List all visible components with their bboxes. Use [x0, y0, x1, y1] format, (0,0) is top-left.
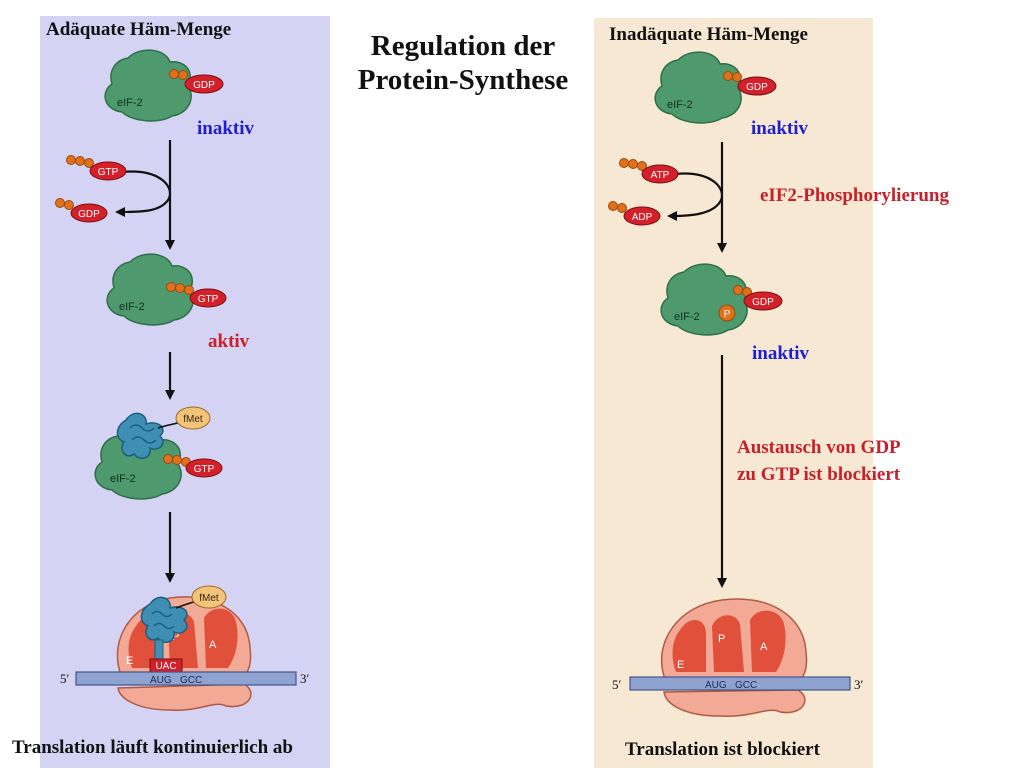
incoming-atp: ATP: [619, 158, 679, 184]
gtp-label: GTP: [198, 294, 219, 305]
incoming-gtp: GTP: [66, 155, 127, 181]
right-state-inactive-2: inaktiv: [752, 343, 810, 364]
eif2-protein-icon: [654, 51, 742, 124]
right-phosphorylation-label: eIF2-Phosphorylierung: [760, 185, 949, 206]
five-prime-label: 5′: [60, 671, 70, 686]
phosphate-icon: [718, 304, 736, 322]
right-ribosome-blocked: E P A AUG GCC 5′ 3′: [612, 598, 864, 717]
five-prime-label: 5′: [612, 677, 622, 692]
eif2-protein-icon: [106, 253, 194, 326]
site-e-label: E: [126, 655, 133, 667]
gtp-gdp-exchange-arrow: [115, 170, 171, 217]
eif2-protein-icon: [660, 263, 748, 336]
gtp-label: GTP: [98, 167, 119, 178]
blocked-exchange-line-2: zu GTP ist blockiert: [737, 464, 901, 485]
site-a-label: A: [760, 641, 768, 653]
three-prime-label: 3′: [854, 677, 864, 692]
right-eif2-gdp-complex: eIF-2 GDP: [654, 51, 777, 124]
left-caption: Translation läuft kontinuierlich ab: [12, 737, 294, 758]
codons-label: AUG GCC: [150, 675, 202, 686]
title-line-2: Protein-Synthese: [357, 63, 569, 96]
left-state-active: aktiv: [208, 331, 250, 352]
left-heading: Adäquate Häm-Menge: [46, 19, 232, 40]
eif2-protein-icon: [104, 49, 192, 122]
atp-adp-arrow: [667, 172, 723, 221]
site-e-label: E: [677, 659, 684, 671]
mrna-strand: [629, 676, 851, 691]
outgoing-gdp: GDP: [55, 198, 108, 223]
right-state-inactive-1: inaktiv: [751, 118, 809, 139]
left-ternary-complex: eIF-2 fMet GTP: [94, 406, 223, 500]
left-eif2-gtp-complex: eIF-2 GTP: [106, 253, 227, 326]
fmet-label: fMet: [199, 593, 219, 604]
left-ribosome-active: E P A fMet UAC AUG GCC 5′ 3′: [60, 585, 310, 711]
blocked-exchange-line-1: Austausch von GDP: [737, 437, 901, 458]
site-p-label: P: [718, 633, 725, 645]
site-a-label: A: [209, 639, 217, 651]
gdp-label: GDP: [78, 209, 100, 220]
trna-icon: [116, 412, 164, 459]
title-line-1: Regulation der: [370, 30, 556, 62]
ribosome-small-subunit-icon: [117, 683, 252, 711]
site-p-label: P: [172, 631, 179, 643]
gdp-label: GDP: [193, 80, 215, 91]
fmet-label: fMet: [183, 414, 203, 425]
eif2-label: eIF-2: [119, 301, 145, 313]
phosphate-label: P: [724, 309, 731, 320]
right-caption: Translation ist blockiert: [625, 739, 820, 760]
three-prime-label: 3′: [300, 671, 310, 686]
right-heading: Inadäquate Häm-Menge: [609, 24, 808, 45]
left-eif2-gdp-complex: eIF-2 GDP: [104, 49, 224, 122]
page-title: Regulation der Protein-Synthese: [338, 30, 588, 97]
gdp-label: GDP: [752, 297, 774, 308]
gdp-label: GDP: [746, 82, 768, 93]
gtp-label: GTP: [194, 464, 215, 475]
ribosome-small-subunit-icon: [663, 689, 806, 717]
left-state-inactive: inaktiv: [197, 118, 255, 139]
eif2-label: eIF-2: [110, 473, 136, 485]
right-phosphorylated-eif2: eIF-2 P GDP: [660, 263, 783, 336]
eif2-label: eIF-2: [674, 311, 700, 323]
codons-label: AUG GCC: [705, 680, 757, 691]
trna-icon: [140, 596, 188, 643]
outgoing-adp: ADP: [608, 201, 661, 226]
eif2-label: eIF-2: [117, 97, 143, 109]
adp-label: ADP: [632, 212, 653, 223]
atp-label: ATP: [651, 170, 670, 181]
eif2-label: eIF-2: [667, 99, 693, 111]
anticodon-label: UAC: [155, 661, 176, 672]
mrna-strand: [75, 671, 297, 686]
